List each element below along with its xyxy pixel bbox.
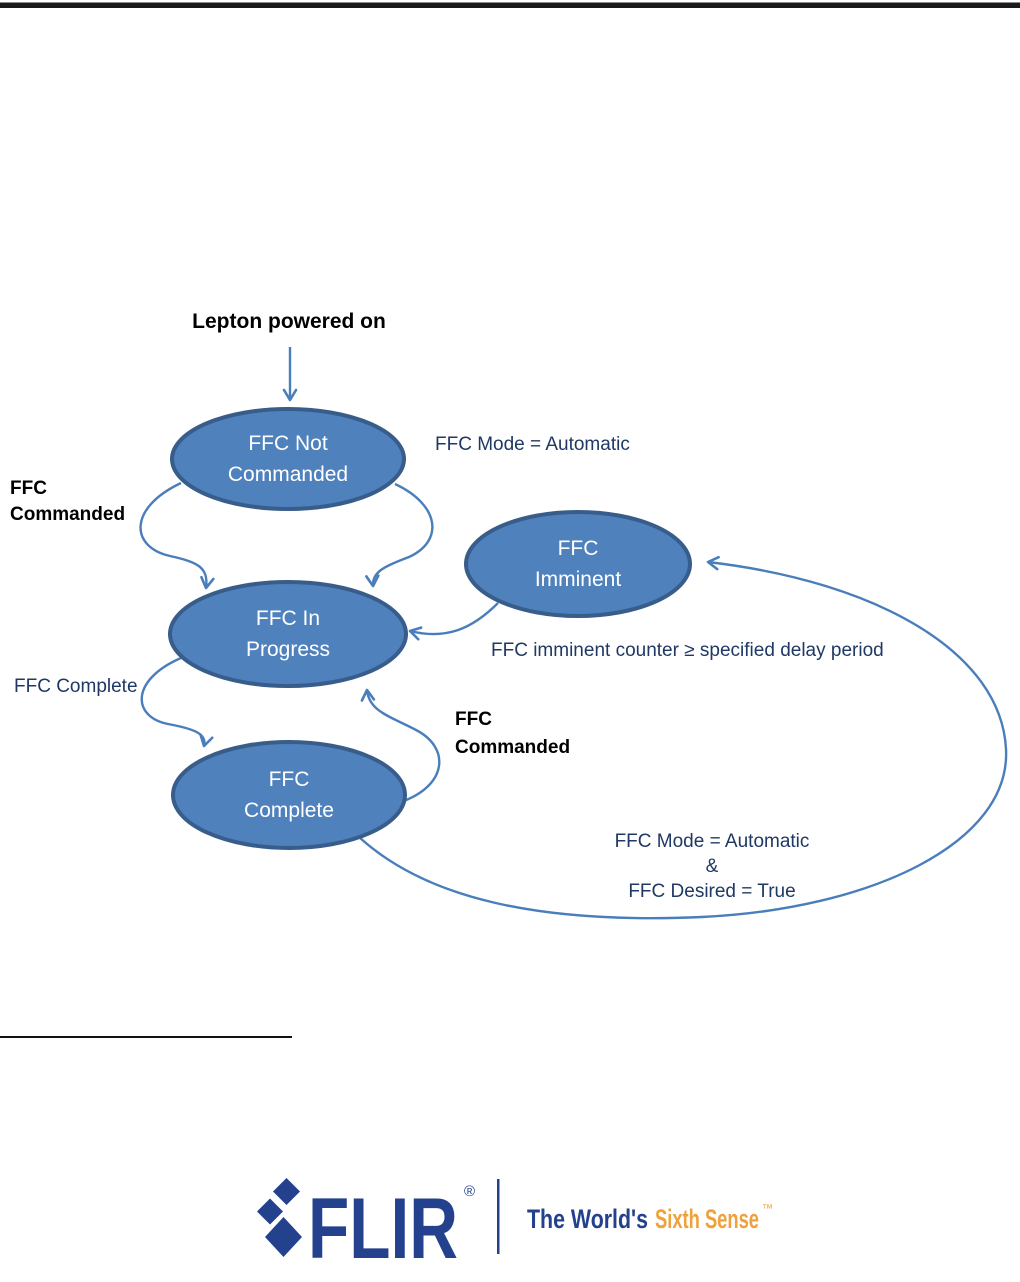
footer-brand: FLIR ® The World's Sixth Sense ™ bbox=[257, 1178, 773, 1265]
edge-label-ffc-complete: FFC Complete bbox=[14, 676, 138, 697]
edge-label-imminent-counter: FFC imminent counter ≥ specified delay p… bbox=[491, 640, 884, 661]
footnote-rule bbox=[0, 1036, 292, 1038]
node-label-ffc-complete: FFC Complete bbox=[244, 767, 334, 823]
node-label-ffc-not-commanded: FFC Not Commanded bbox=[227, 431, 349, 487]
trademark-mark: ™ bbox=[762, 1203, 773, 1215]
edge-label-auto-loop: FFC Mode = Automatic & FFC Desired = Tru… bbox=[614, 831, 810, 903]
flir-diamond-left bbox=[257, 1198, 283, 1225]
arrow-inprogress-to-complete bbox=[140, 656, 214, 748]
arrow-complete-to-inprogress bbox=[360, 688, 441, 804]
arrow-imminent-to-inprogress bbox=[408, 602, 499, 641]
edge-label-ffc-commanded-upper: FFC Commanded bbox=[10, 478, 126, 525]
flir-wordmark: FLIR bbox=[308, 1181, 458, 1265]
registered-mark: ® bbox=[464, 1183, 475, 1200]
label-lepton-powered-on: Lepton powered on bbox=[192, 310, 386, 333]
node-ffc-complete bbox=[171, 740, 407, 850]
flir-diamond-bottom bbox=[265, 1217, 302, 1257]
flir-diamond-top bbox=[273, 1178, 300, 1205]
node-label-ffc-imminent: FFC Imminent bbox=[534, 536, 622, 592]
footer-divider bbox=[497, 1179, 500, 1254]
flir-diamonds-icon bbox=[257, 1178, 302, 1257]
tagline-accent: Sixth Sense bbox=[655, 1204, 759, 1234]
node-ffc-in-progress bbox=[168, 580, 408, 688]
page-top-rule bbox=[0, 2, 1020, 8]
node-ffc-not-commanded bbox=[170, 407, 406, 511]
arrow-notcommanded-to-inprogress-right bbox=[365, 482, 434, 588]
edge-label-ffc-commanded-lower: FFC Commanded bbox=[455, 709, 571, 758]
edge-label-ffc-mode-automatic: FFC Mode = Automatic bbox=[435, 434, 630, 455]
node-label-ffc-in-progress: FFC In Progress bbox=[245, 606, 331, 662]
arrow-notcommanded-to-inprogress-left bbox=[139, 481, 215, 590]
tagline-prefix: The World's bbox=[527, 1204, 648, 1234]
node-ffc-imminent bbox=[464, 510, 692, 618]
arrow-complete-to-imminent-loop bbox=[358, 555, 1008, 920]
